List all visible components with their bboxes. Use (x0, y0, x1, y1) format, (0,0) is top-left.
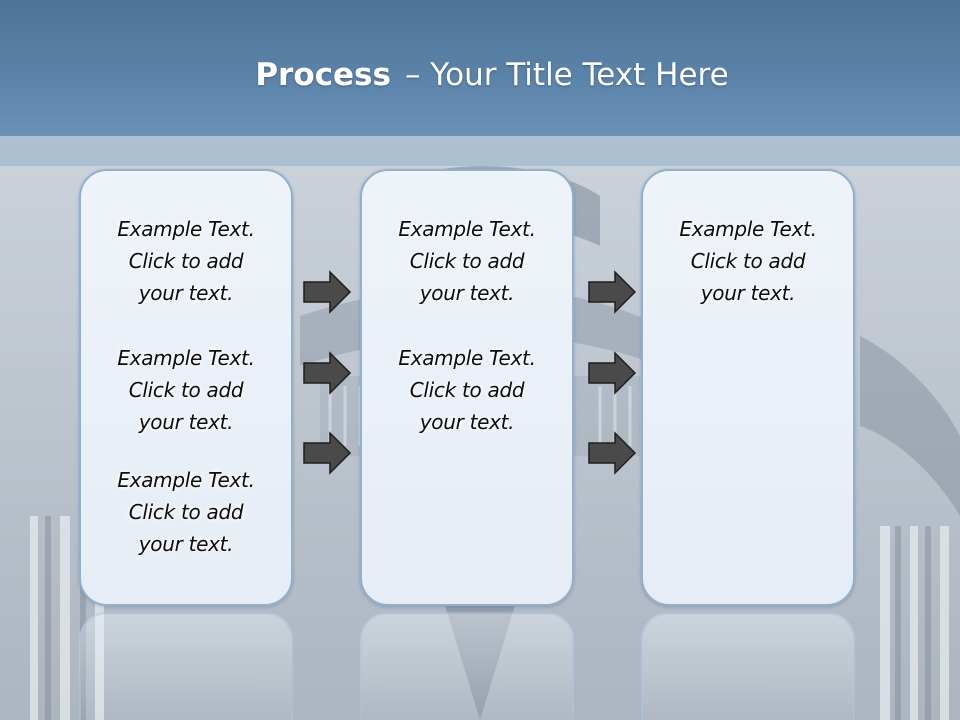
text-block[interactable]: Example Text. Click to add your text. (362, 213, 572, 309)
panel-reflection (641, 612, 855, 720)
text-line: Click to add (690, 249, 806, 273)
title-rest: – Your Title Text Here (404, 57, 729, 93)
right-arrow-icon (588, 270, 637, 314)
text-line: Example Text. (117, 468, 255, 492)
panel-reflection (79, 612, 293, 720)
right-arrow-icon (588, 351, 637, 395)
panel-reflection (360, 612, 574, 720)
process-panel-1[interactable]: Example Text. Click to add your text. Ex… (79, 169, 293, 606)
process-panel-2[interactable]: Example Text. Click to add your text. Ex… (360, 169, 574, 606)
text-line: your text. (138, 281, 234, 305)
right-arrow-icon (303, 431, 352, 475)
header-strip (0, 136, 960, 166)
text-line: your text. (138, 532, 234, 556)
header-band (0, 0, 960, 136)
text-line: Click to add (128, 249, 244, 273)
text-line: your text. (700, 281, 796, 305)
text-line: your text. (419, 410, 515, 434)
right-arrow-icon (588, 431, 637, 475)
text-line: Example Text. (117, 217, 255, 241)
text-block[interactable]: Example Text. Click to add your text. (81, 213, 291, 309)
text-line: Click to add (409, 249, 525, 273)
text-block[interactable]: Example Text. Click to add your text. (362, 342, 572, 438)
text-block[interactable]: Example Text. Click to add your text. (643, 213, 853, 309)
text-line: Click to add (128, 378, 244, 402)
text-line: your text. (138, 410, 234, 434)
process-panel-3[interactable]: Example Text. Click to add your text. (641, 169, 855, 606)
text-line: Example Text. (679, 217, 817, 241)
right-arrow-icon (303, 351, 352, 395)
text-line: Example Text. (117, 346, 255, 370)
slide-title[interactable]: Process – Your Title Text Here (0, 52, 960, 98)
text-line: Click to add (409, 378, 525, 402)
title-bold: Process (255, 57, 391, 93)
text-line: Click to add (128, 500, 244, 524)
text-line: Example Text. (398, 217, 536, 241)
right-arrow-icon (303, 270, 352, 314)
text-block[interactable]: Example Text. Click to add your text. (81, 342, 291, 438)
text-line: Example Text. (398, 346, 536, 370)
text-block[interactable]: Example Text. Click to add your text. (81, 464, 291, 560)
text-line: your text. (419, 281, 515, 305)
